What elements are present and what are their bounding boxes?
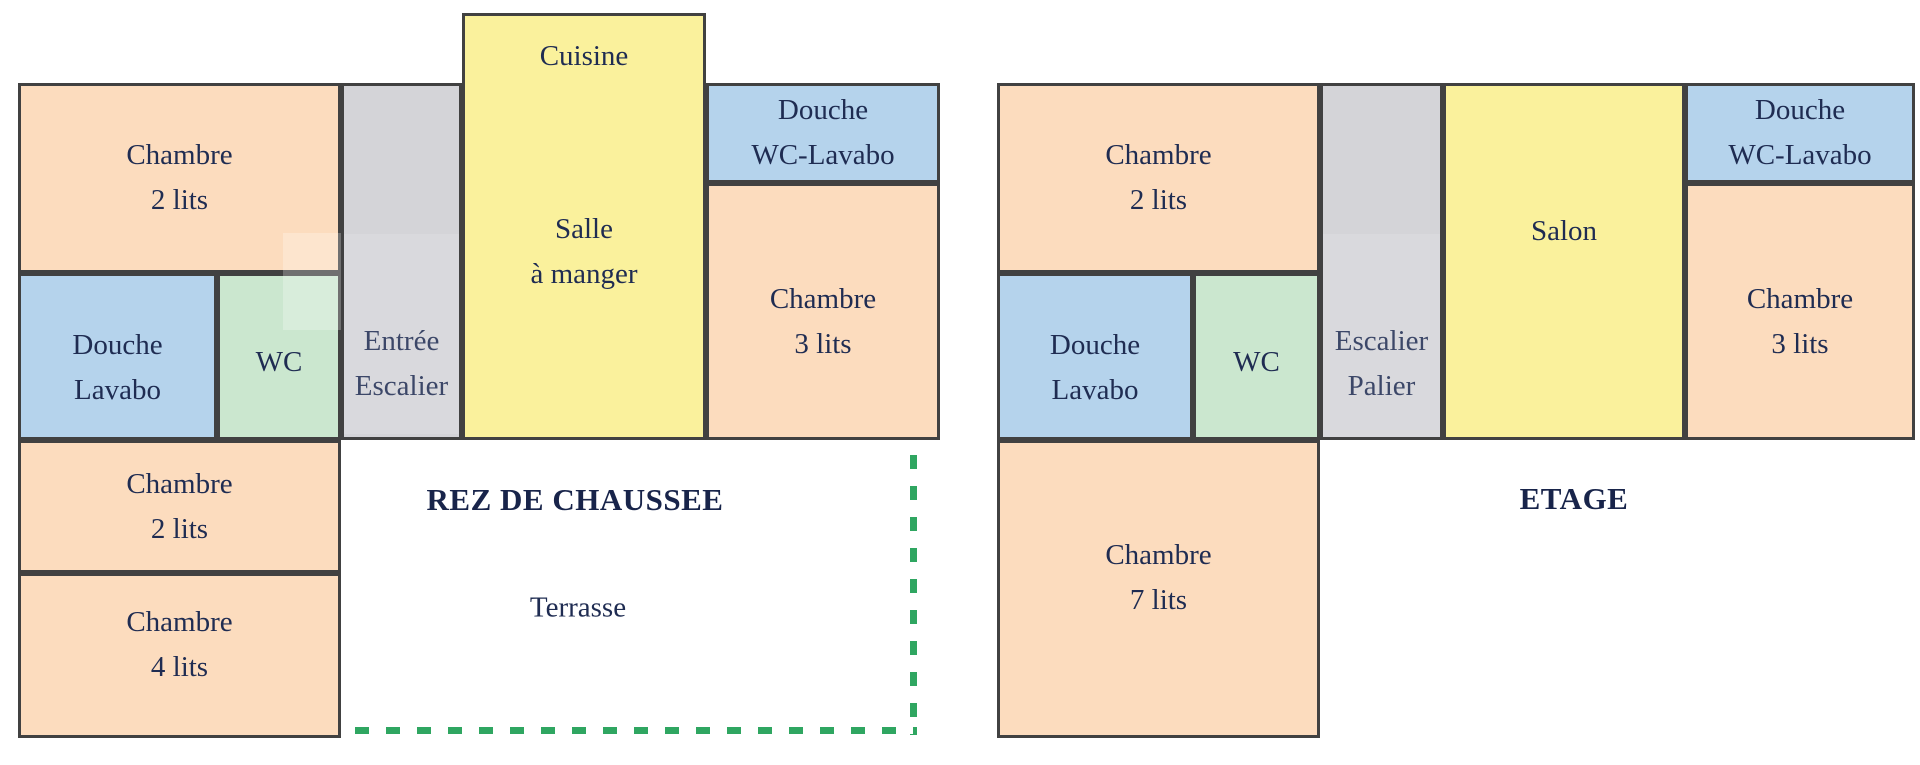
room-label-line: Chambre	[769, 282, 877, 315]
room-label-line: Chambre	[1105, 139, 1212, 171]
ground-floor-title: REZ DE CHAUSSEE	[426, 482, 724, 517]
room-bedroom-2-lits-etage: Chambre 2 lits	[997, 83, 1320, 273]
room-label-line: WC-Lavabo	[751, 139, 895, 171]
room-label-line: Chambre	[126, 605, 233, 638]
room-shower-wc-lavabo-gf: Douche WC-Lavabo	[706, 83, 940, 183]
room-label-line: Douche	[72, 329, 163, 361]
room-salon: Salon	[1443, 83, 1685, 440]
room-label-line: Escalier	[1334, 325, 1429, 357]
room-bedroom-2-lits-upper: Chambre 2 lits	[18, 83, 341, 273]
room-stairs-landing: Escalier Palier	[1320, 83, 1443, 440]
room-label-line: WC	[1233, 346, 1280, 378]
room-label-line: Lavabo	[74, 374, 161, 406]
room-wc-gf: WC	[217, 273, 341, 440]
room-label-line: Entrée	[363, 325, 440, 357]
room-bedroom-3-lits-etage: Chambre 3 lits	[1685, 183, 1915, 440]
upper-floor-title: ETAGE	[1519, 481, 1629, 516]
room-label-line: Chambre	[126, 467, 233, 500]
room-label-line: 2 lits	[150, 184, 209, 216]
room-bedroom-4-lits: Chambre 4 lits	[18, 573, 341, 738]
room-label-line: 7 lits	[1129, 584, 1188, 616]
room-label-line: 3 lits	[1771, 327, 1829, 360]
room-label-kitchen: Cuisine	[539, 40, 629, 72]
room-label-line: Chambre	[126, 139, 233, 171]
room-label-dining-line1: Salle	[555, 213, 613, 245]
room-wc-etage: WC	[1193, 273, 1320, 440]
room-label-line: Chambre	[1105, 539, 1212, 571]
room-bedroom-2-lits-lower: Chambre 2 lits	[18, 440, 341, 573]
room-label-line: Lavabo	[1051, 374, 1139, 406]
room-label-line: Douche	[1049, 329, 1141, 361]
room-bedroom-3-lits-gf: Chambre 3 lits	[706, 183, 940, 440]
room-shower-lavabo-etage: Douche Lavabo	[997, 273, 1193, 440]
room-shower-wc-lavabo-etage: Douche WC-Lavabo	[1685, 83, 1915, 183]
room-label-line: Salon	[1530, 215, 1598, 247]
room-label-line: Palier	[1347, 370, 1416, 402]
room-label-line: Escalier	[354, 370, 449, 402]
room-label-line: WC	[255, 346, 303, 378]
room-label-line: WC-Lavabo	[1728, 139, 1872, 171]
room-shower-lavabo-gf: Douche Lavabo	[18, 273, 217, 440]
terrace-label: Terrasse	[529, 591, 627, 624]
terrace-boundary-dashed-horizontal	[355, 727, 917, 734]
room-label-line: 2 lits	[1129, 184, 1188, 216]
room-bedroom-7-lits: Chambre 7 lits	[997, 440, 1320, 738]
room-label-line: Douche	[777, 94, 869, 126]
room-label-line: Chambre	[1746, 282, 1854, 315]
terrace-boundary-dashed-vertical	[910, 455, 917, 735]
room-entry-stairs: Entrée Escalier	[341, 83, 462, 440]
room-label-line: 4 lits	[150, 650, 209, 683]
room-label-dining-line2: à manger	[530, 258, 638, 290]
room-label-line: 3 lits	[794, 327, 852, 360]
room-label-line: 2 lits	[150, 512, 209, 545]
room-label-line: Douche	[1754, 94, 1846, 126]
room-kitchen-dining: Cuisine Salle à manger	[462, 13, 706, 440]
